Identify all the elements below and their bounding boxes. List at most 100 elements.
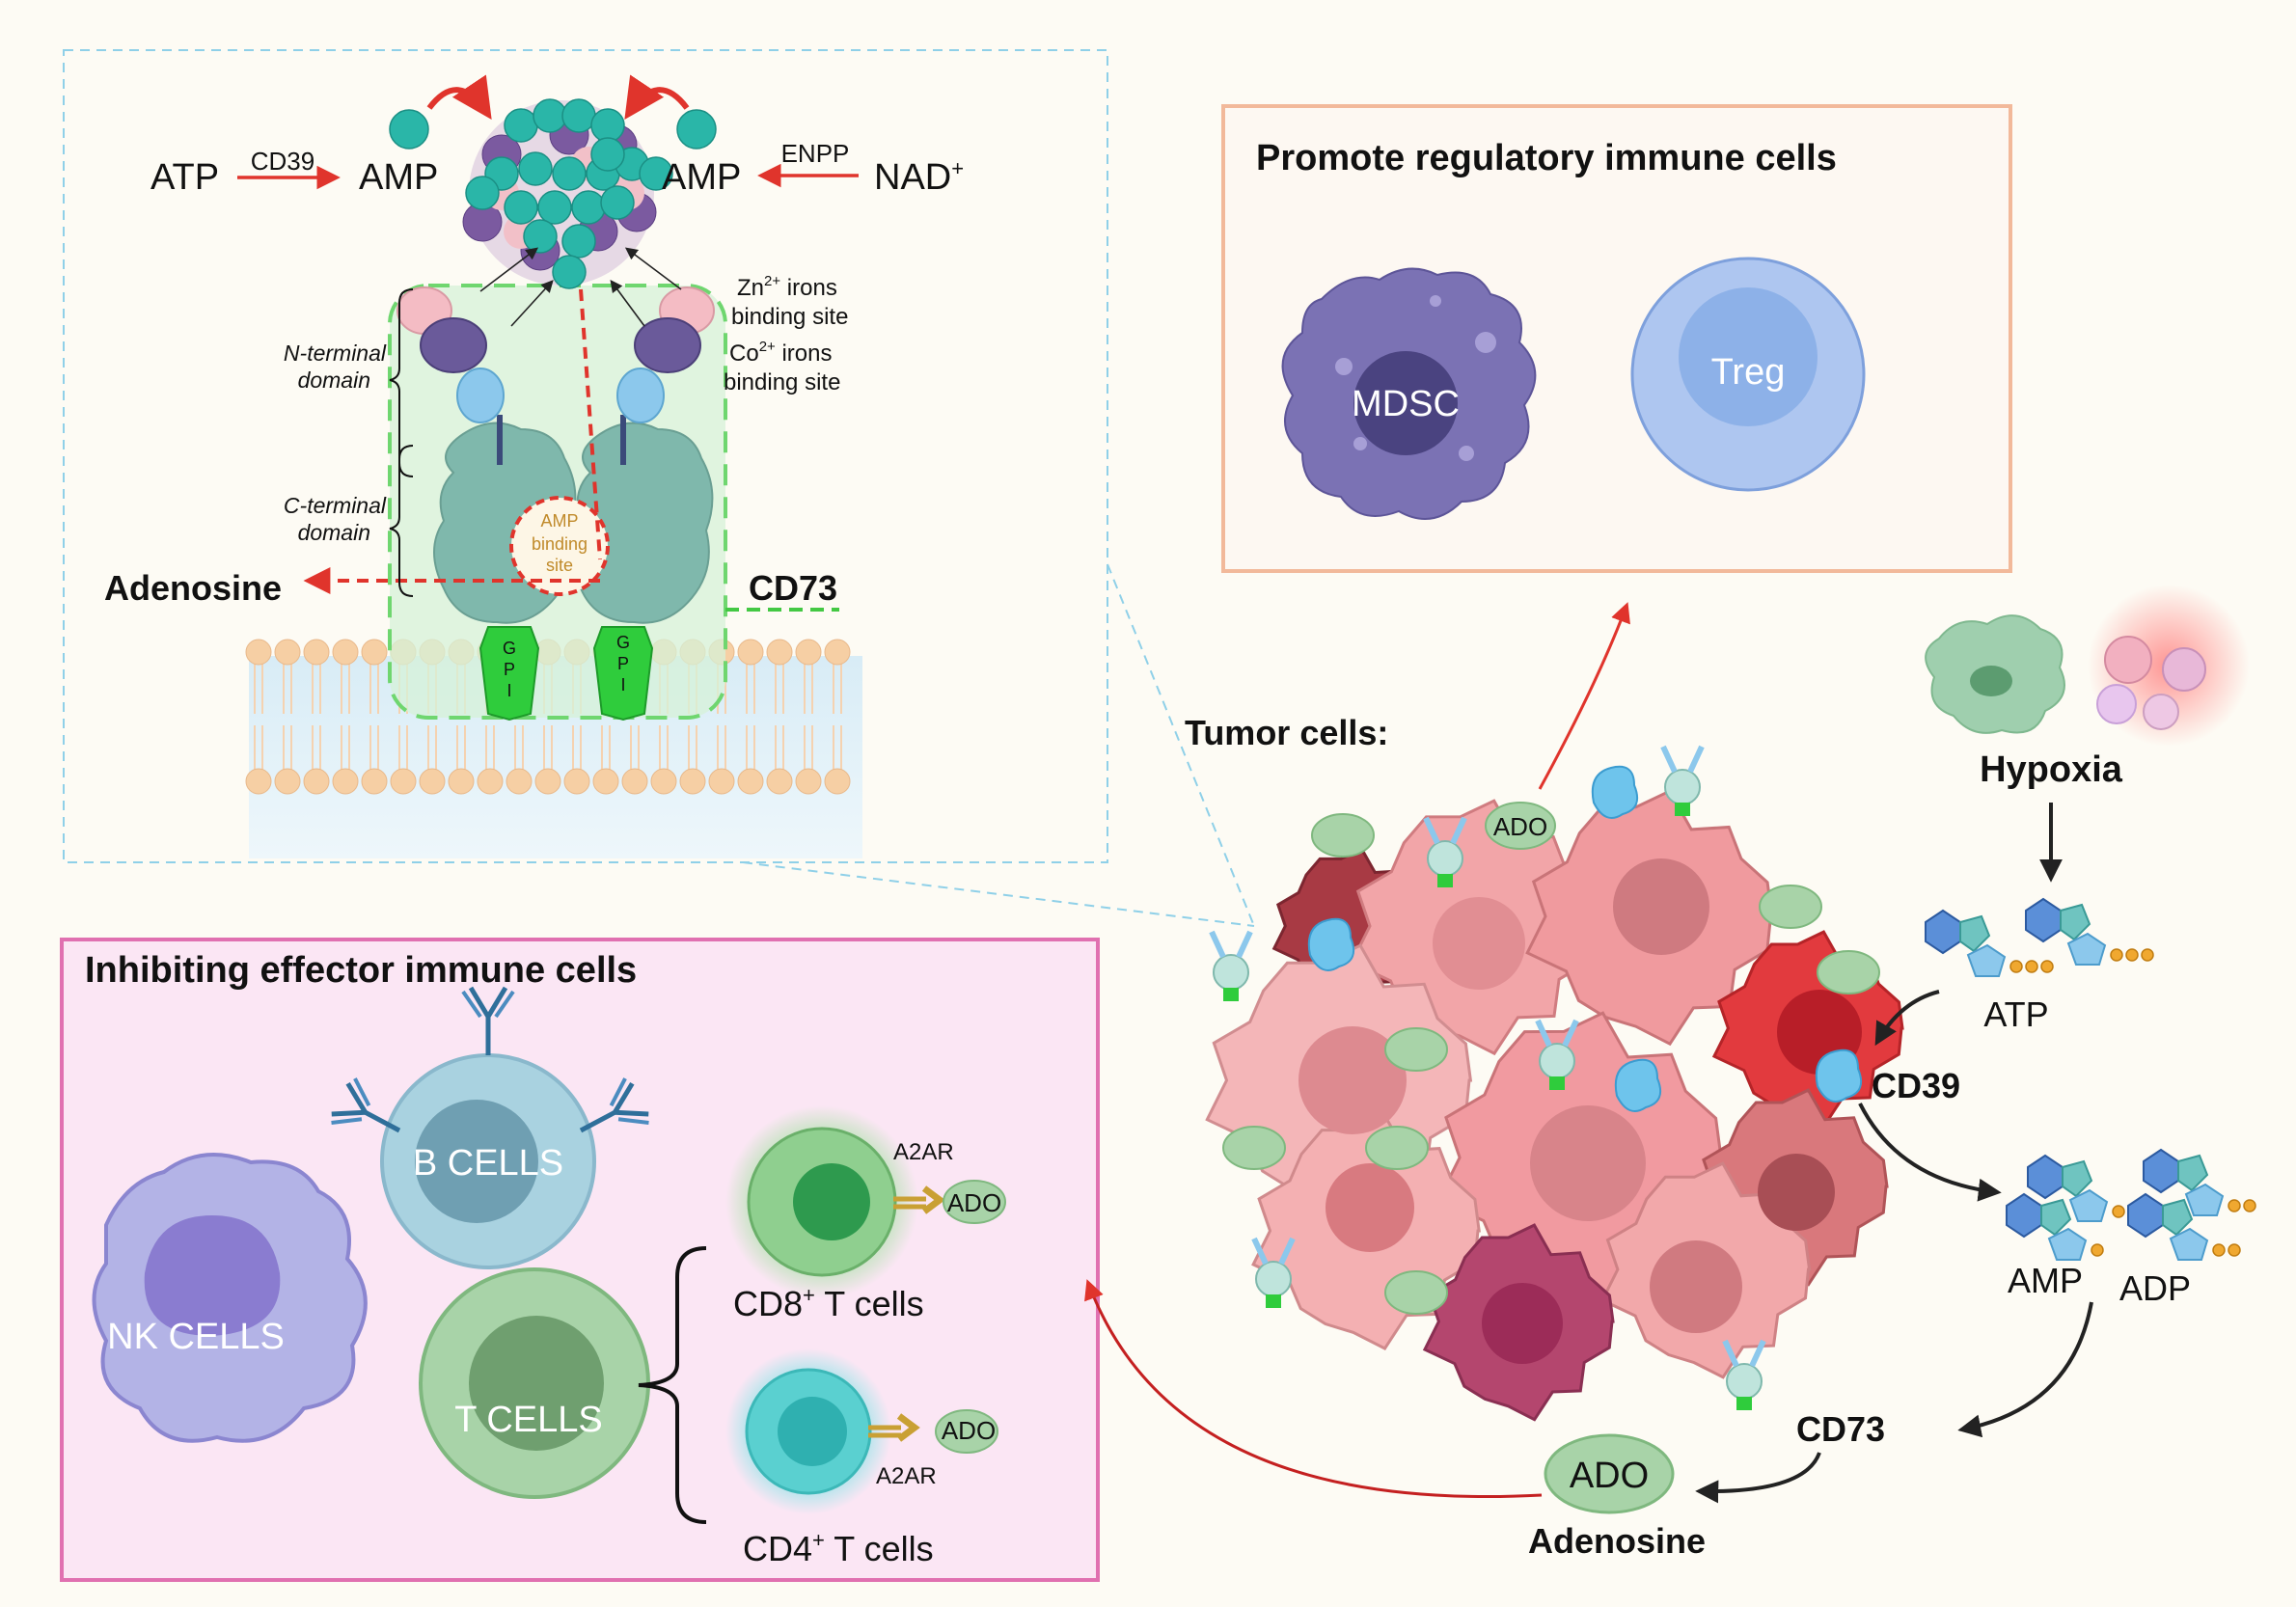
n-terminal-label: N-terminal	[284, 340, 387, 366]
lipid-head	[361, 768, 388, 795]
amp-teal-bead	[523, 219, 558, 254]
cd73-mechanism-panel: G P I G P I AMP binding site	[63, 49, 1255, 927]
a2ar-receptor-bottom	[868, 1413, 920, 1442]
cd73-to-ado-arrow	[1695, 1452, 1821, 1504]
amp-entry-dashed	[579, 288, 602, 560]
gpi-letter: G	[503, 639, 516, 658]
amp-site-label: site	[546, 556, 573, 575]
amp-teal-bead	[533, 98, 567, 133]
adenosine-label: Adenosine	[1528, 1521, 1706, 1561]
lipid-head	[303, 639, 330, 666]
lipid-heads-bottom	[245, 725, 851, 795]
amp-teal-bead	[571, 190, 606, 225]
amp-teal-bead	[590, 137, 625, 172]
binding-pointer	[510, 280, 554, 327]
cd73-receptor	[1209, 930, 1253, 1001]
lipid-head	[563, 768, 590, 795]
blood-cell	[2143, 694, 2179, 730]
amp-teal-bead	[590, 108, 625, 143]
cd39-enzyme-label: CD39	[251, 147, 314, 176]
amp-molecule	[2027, 1154, 2125, 1222]
amp-to-cd73-arrow	[1957, 1301, 2093, 1438]
lipid-head	[708, 768, 735, 795]
lipid-head	[737, 768, 764, 795]
t-cell-nucleus	[469, 1316, 604, 1451]
ado-blob	[1759, 885, 1822, 929]
b-cell-nucleus	[415, 1100, 538, 1223]
zoom-connector-left	[742, 861, 1255, 927]
atp-to-cd39-arrow	[1874, 990, 1940, 1047]
a2ar-receptor-top	[893, 1185, 945, 1214]
lipid-head	[650, 768, 677, 795]
lipid-head	[534, 768, 561, 795]
blood-cell	[2162, 647, 2206, 692]
tumor-nucleus	[1298, 1026, 1407, 1134]
lipid-head	[506, 768, 533, 795]
ado-bottom-label: ADO	[942, 1416, 996, 1445]
binding-pointer	[479, 247, 539, 292]
amp-binding-site	[509, 496, 610, 596]
a2ar-top-label: A2AR	[893, 1139, 954, 1165]
lipid-head	[766, 768, 793, 795]
gpi-anchor-left: G P I	[478, 626, 540, 722]
amp-site-label: AMP	[540, 511, 578, 531]
lipid-head	[274, 639, 301, 666]
binding-pointer	[624, 247, 682, 290]
enpp-enzyme-label: ENPP	[781, 139, 850, 168]
cd39-enzyme	[1815, 1049, 1862, 1103]
ado-blob	[1222, 1126, 1286, 1170]
amp-teal-bead	[504, 108, 538, 143]
gpi-letter: P	[504, 660, 515, 679]
lipid-head	[795, 639, 822, 666]
cd73-label: CD73	[1796, 1409, 1885, 1449]
amp-teal-bead	[465, 176, 500, 210]
cd73-receptor	[1251, 1237, 1296, 1308]
adenosine-label: Adenosine	[104, 568, 282, 608]
zn-binding-label: Zn2+ irons	[737, 273, 837, 301]
cd39-label: CD39	[1872, 1066, 1960, 1105]
adp-molecule	[2143, 1148, 2256, 1216]
mdsc-granule	[1430, 295, 1441, 307]
amp-free-molecule	[676, 109, 717, 150]
mechanism-frame	[63, 49, 1108, 863]
ado-bound-bottom	[935, 1409, 998, 1454]
treg-label: Treg	[1711, 352, 1786, 393]
tumor-nucleus	[1758, 1154, 1835, 1231]
mdsc-granule	[1353, 437, 1367, 450]
amp-teal-bead	[561, 98, 596, 133]
cd39-to-amp-arrow	[1858, 1103, 2002, 1202]
n-terminal-label: domain	[298, 368, 370, 393]
promote-arrow	[1538, 602, 1630, 790]
cd39-enzyme	[1614, 1058, 1661, 1112]
atp-molecule	[1925, 909, 2054, 977]
lipid-head	[824, 768, 851, 795]
regulatory-title: Promote regulatory immune cells	[1256, 138, 1837, 178]
lipid-head	[824, 639, 851, 666]
c-terminal-label: C-terminal	[284, 493, 387, 518]
ado-blob	[1384, 1270, 1448, 1315]
lipid-head	[621, 768, 648, 795]
mdsc-label: MDSC	[1352, 384, 1460, 424]
amp-curved-arrow-right	[624, 74, 690, 120]
tumor-ado-blob	[1485, 802, 1556, 850]
tumor-cells	[1205, 745, 1904, 1422]
gpi-letter: I	[620, 675, 625, 695]
binding-pointer	[610, 279, 645, 327]
ado-blob	[1817, 950, 1880, 994]
amp-teal-bead	[518, 151, 553, 186]
regulatory-panel: Promote regulatory immune cells MDSC Tre…	[1221, 104, 2012, 573]
cd73-receptor	[1423, 816, 1467, 887]
ado-molecule	[1544, 1433, 1675, 1514]
lipid-head	[477, 768, 504, 795]
amp-left-label: AMP	[359, 157, 438, 198]
amp-teal-bead	[537, 190, 572, 225]
c-terminal-label: domain	[298, 520, 370, 545]
cd4-label: CD4+ T cells	[743, 1528, 934, 1568]
lipid-head	[245, 639, 272, 666]
ado-blob	[1311, 813, 1375, 858]
cd39-enzyme	[1591, 765, 1638, 819]
ado-blob	[1384, 1027, 1448, 1072]
lipid-head	[448, 768, 475, 795]
hypoxia-cell-nucleus	[1970, 666, 2012, 696]
